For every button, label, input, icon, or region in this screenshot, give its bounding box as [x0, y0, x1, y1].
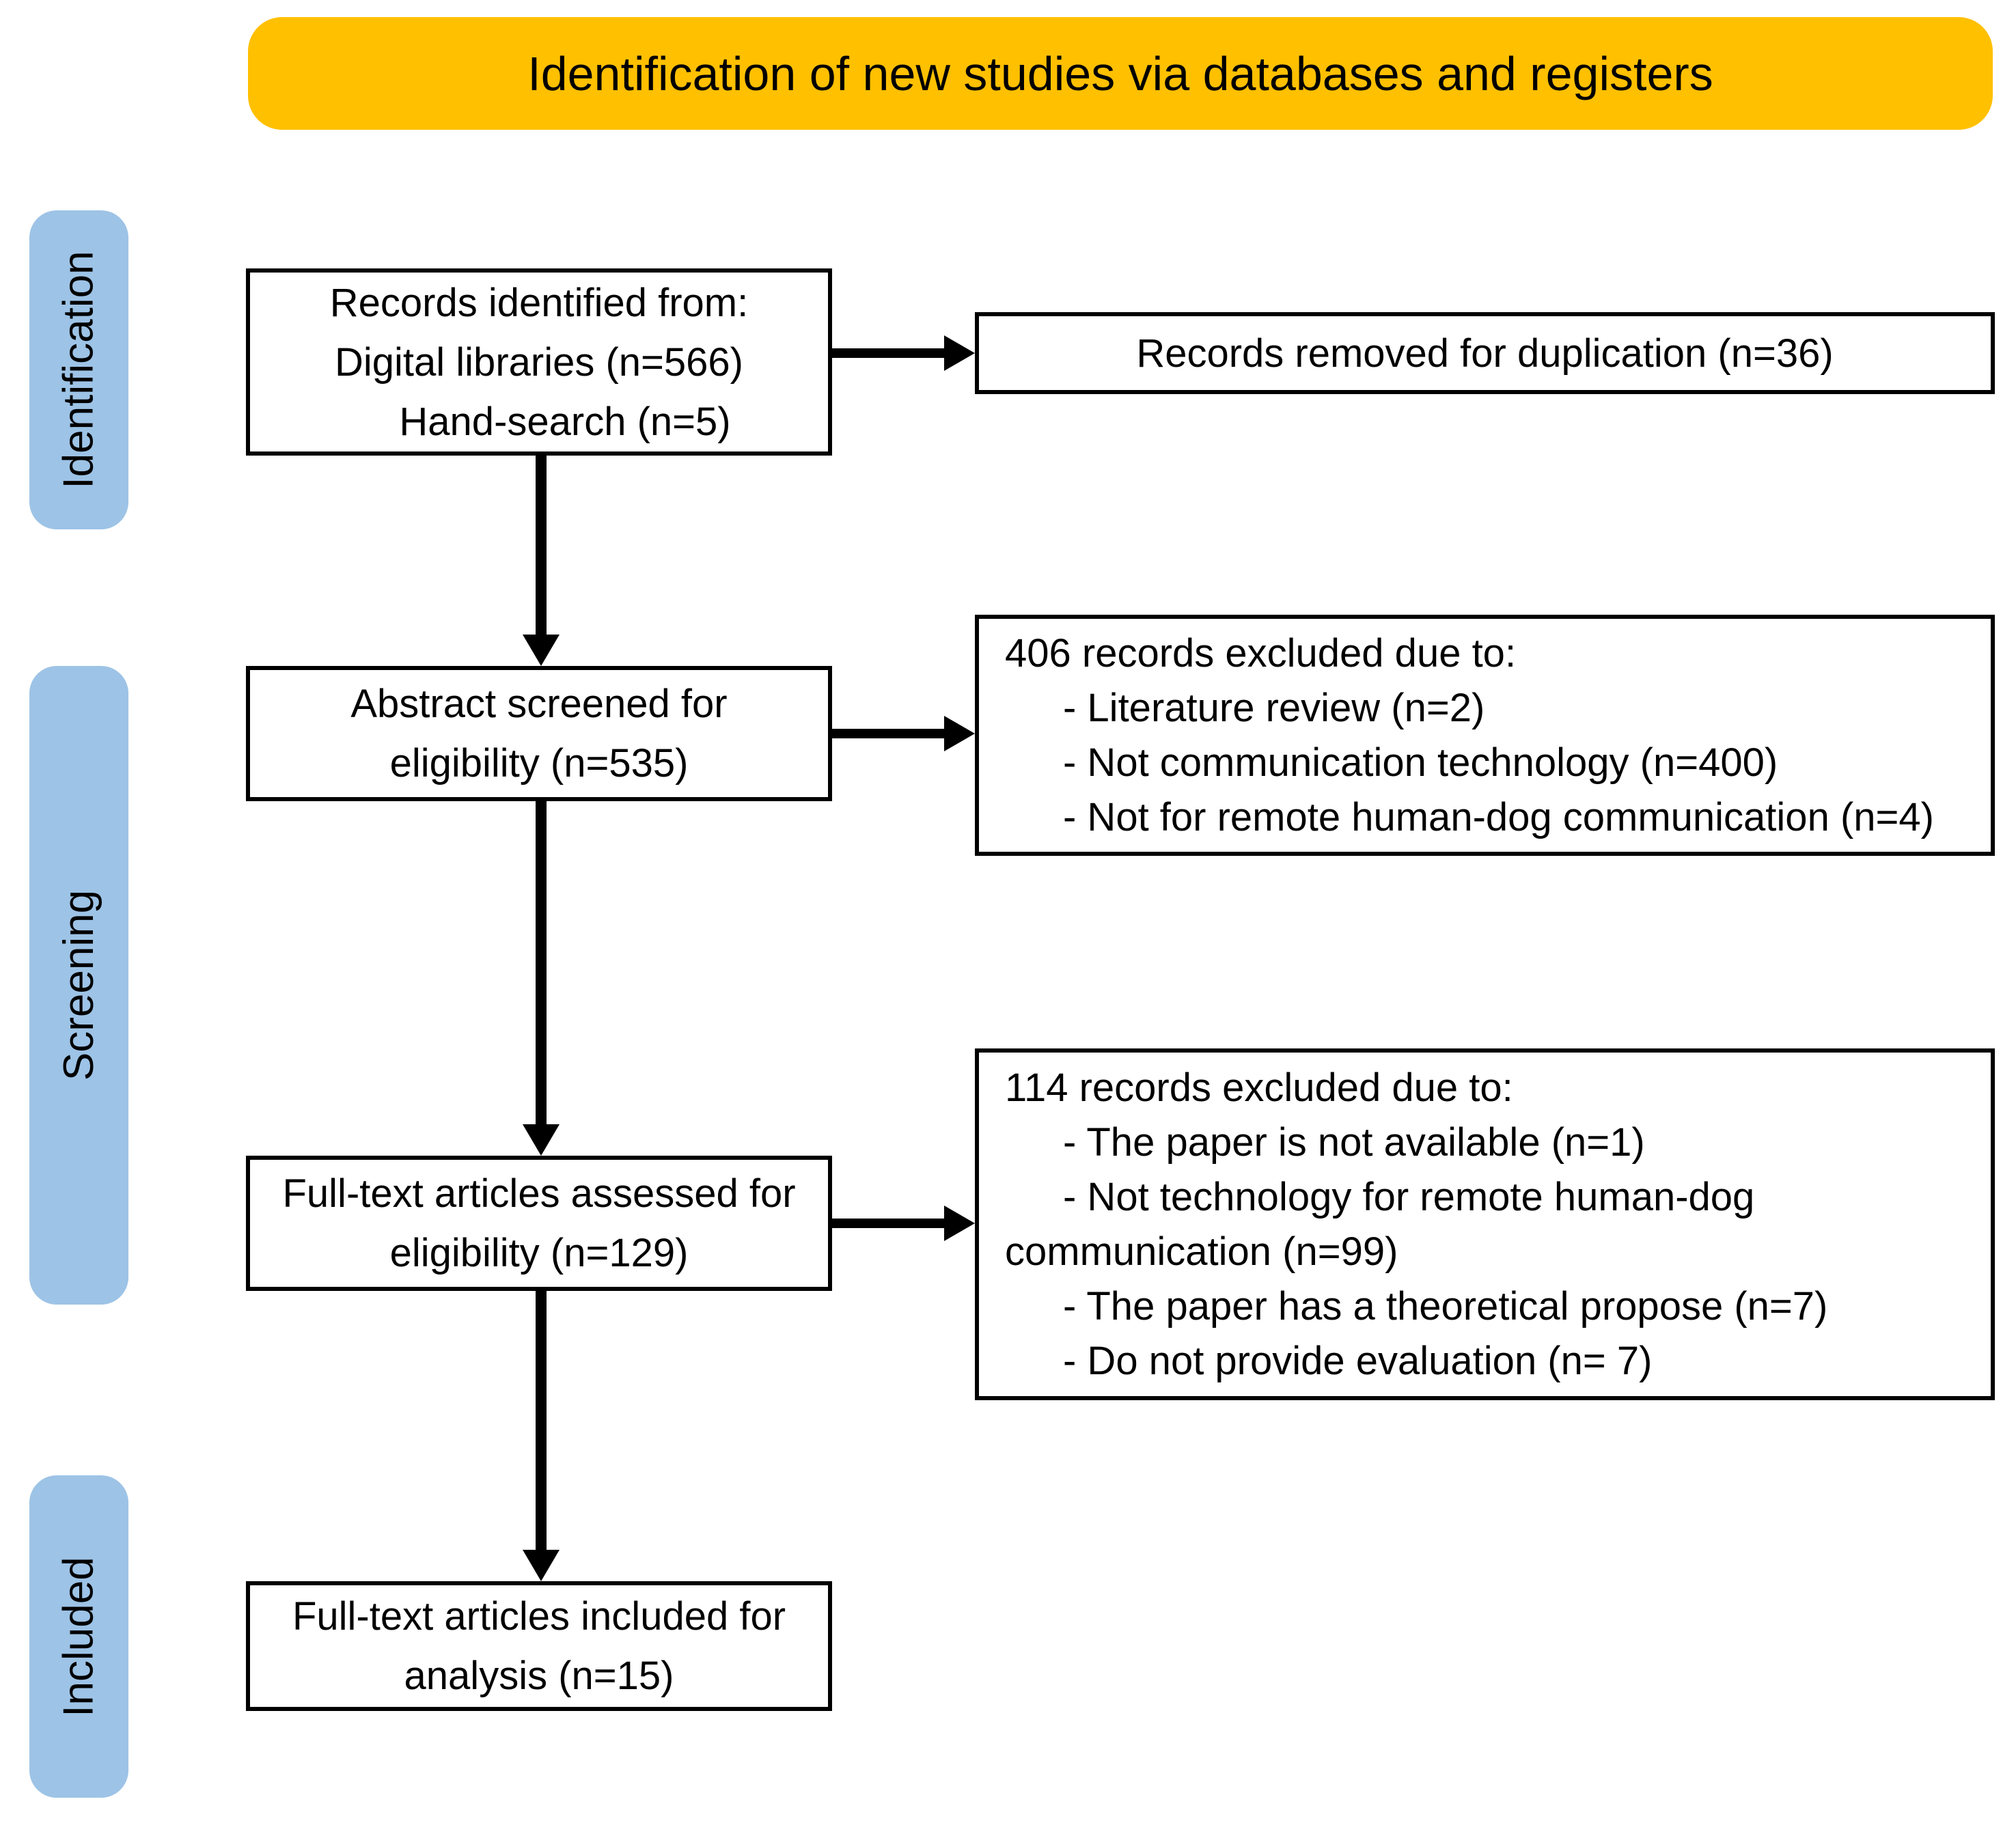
- box-records-removed-duplication: Records removed for duplication (n=36): [975, 312, 1995, 394]
- box-fulltext-excluded-item2-continuation: communication (n=99): [1005, 1229, 1398, 1274]
- arrow-fulltext-to-included-head: [523, 1550, 560, 1581]
- box-records-identified-line2: Digital libraries (n=566): [335, 339, 743, 385]
- arrow-records-to-abstract-shaft: [536, 456, 547, 635]
- box-abstract-screened-line2: eligibility (n=535): [389, 741, 689, 785]
- stage-label-screening: Screening: [29, 666, 128, 1305]
- arrow-abstract-to-fulltext-shaft: [536, 801, 547, 1124]
- box-abstract-excluded: 406 records excluded due to: - Literatur…: [975, 615, 1995, 856]
- box-abstract-excluded-item1: - Literature review (n=2): [1063, 685, 1485, 730]
- box-abstract-excluded-item3: - Not for remote human-dog communication…: [1063, 794, 1934, 839]
- box-records-identified-line3: Hand-search (n=5): [399, 399, 731, 444]
- box-fulltext-excluded-header: 114 records excluded due to:: [1005, 1065, 1513, 1110]
- arrow-abstract-to-fulltext-head: [523, 1124, 560, 1156]
- box-fulltext-included-line2: analysis (n=15): [404, 1654, 674, 1698]
- stage-label-identification: Identification: [29, 210, 128, 529]
- arrow-abstract-to-excluded-head: [944, 716, 975, 751]
- box-abstract-screened-line1: Abstract screened for: [350, 682, 728, 726]
- box-fulltext-excluded-item3: - The paper has a theoretical propose (n…: [1063, 1283, 1828, 1328]
- stage-label-screening-text: Screening: [55, 889, 102, 1081]
- box-abstract-excluded-item2: - Not communication technology (n=400): [1063, 740, 1778, 785]
- box-abstract-screened: Abstract screened for eligibility (n=535…: [246, 666, 832, 801]
- box-records-identified-line1: Records identified from:: [329, 280, 749, 325]
- box-fulltext-included: Full-text articles included for analysis…: [246, 1581, 832, 1711]
- box-fulltext-excluded-item2: - Not technology for remote human-dog: [1063, 1174, 1755, 1219]
- arrow-fulltext-to-included-shaft: [536, 1291, 547, 1550]
- box-fulltext-excluded-item4: - Do not provide evaluation (n= 7): [1063, 1338, 1653, 1383]
- box-fulltext-assessed-line1: Full-text articles assessed for: [282, 1171, 796, 1216]
- arrow-fulltext-to-excluded-shaft: [832, 1219, 944, 1228]
- arrow-records-to-abstract-head: [523, 635, 560, 666]
- box-fulltext-included-line1: Full-text articles included for: [292, 1594, 786, 1639]
- title-banner: Identification of new studies via databa…: [248, 17, 1993, 130]
- arrow-records-to-duplication-shaft: [832, 348, 944, 358]
- box-fulltext-excluded: 114 records excluded due to: - The paper…: [975, 1048, 1995, 1400]
- box-records-removed-duplication-line1: Records removed for duplication (n=36): [1136, 331, 1834, 376]
- box-fulltext-assessed: Full-text articles assessed for eligibil…: [246, 1156, 832, 1291]
- stage-label-included-text: Included: [55, 1556, 103, 1717]
- arrow-abstract-to-excluded-shaft: [832, 729, 944, 738]
- box-fulltext-assessed-line2: eligibility (n=129): [389, 1231, 689, 1275]
- stage-label-identification-text: Identification: [55, 251, 102, 489]
- box-abstract-excluded-header: 406 records excluded due to:: [1005, 630, 1517, 676]
- box-records-identified: Records identified from: Digital librari…: [246, 268, 832, 456]
- arrow-records-to-duplication-head: [944, 335, 975, 371]
- stage-label-included: Included: [29, 1475, 128, 1798]
- arrow-fulltext-to-excluded-head: [944, 1206, 975, 1241]
- box-fulltext-excluded-item1: - The paper is not available (n=1): [1063, 1119, 1645, 1165]
